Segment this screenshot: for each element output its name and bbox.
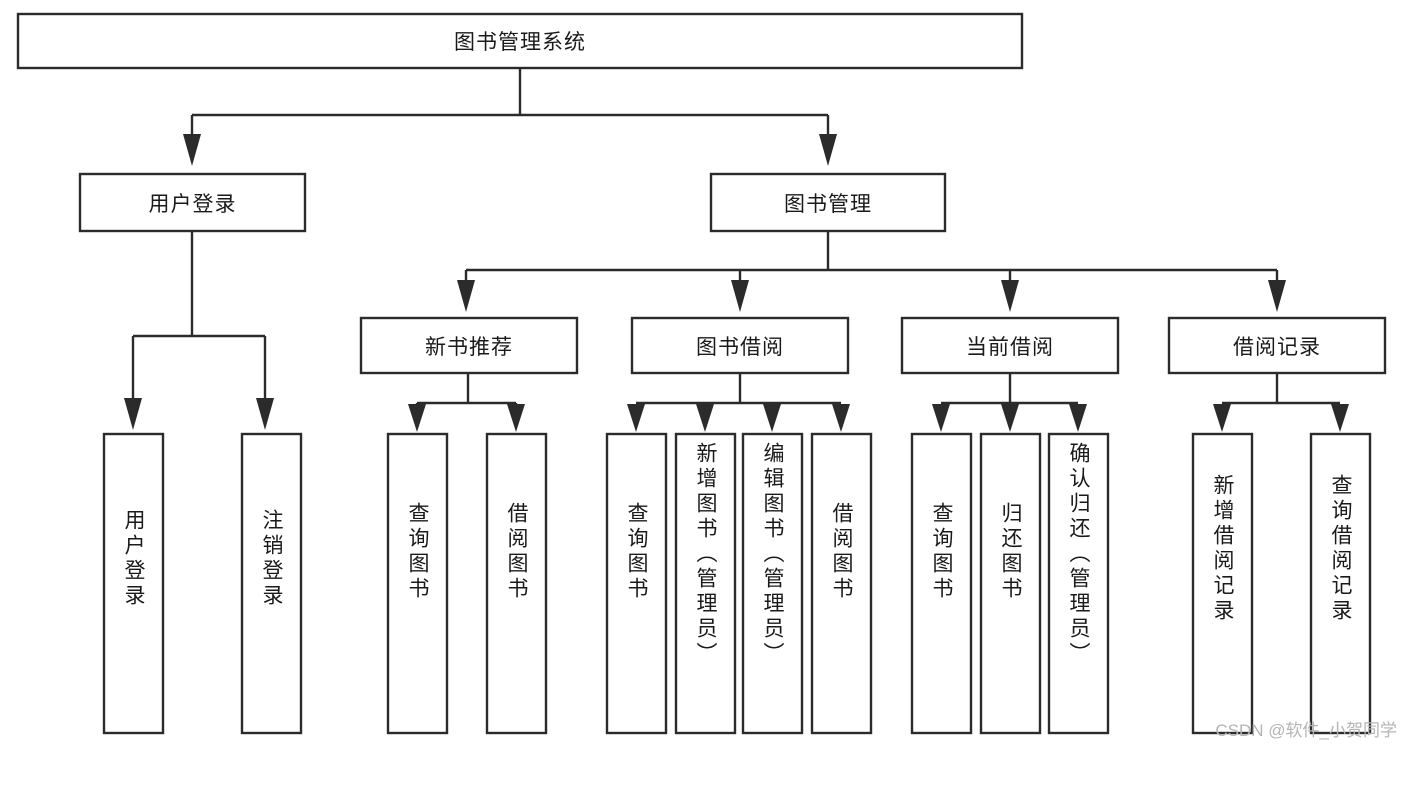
arrow-icon-to-book-management	[819, 134, 837, 166]
connector-group-new-book-recommend	[408, 373, 525, 432]
diagram-root: 图书管理系统 用户登录 图书管理 新书推荐 图书借阅 当前借阅 借阅记录 用户登…	[16, 12, 1397, 740]
node-box-leaf-user-login[interactable]	[102, 432, 165, 735]
arrow-icon-to-leaf-borrow-book-1	[507, 404, 525, 432]
arrow-icon-to-leaf-query-book-1	[408, 404, 426, 432]
node-box-leaf-borrow-book-2[interactable]	[810, 432, 873, 735]
node-box-leaf-borrow-book-1[interactable]	[485, 432, 548, 735]
arrow-icon-to-new-book-recommend	[457, 280, 475, 312]
arrow-icon-to-leaf-user-logout	[256, 398, 274, 430]
arrow-icon-to-leaf-query-book-2	[627, 404, 645, 432]
connector-group-user-login	[124, 231, 274, 430]
arrow-icon-to-leaf-confirm-return	[1069, 404, 1087, 432]
node-box-leaf-query-record[interactable]	[1309, 432, 1372, 735]
node-box-leaf-return-book[interactable]	[979, 432, 1042, 735]
arrow-icon-to-leaf-query-book-3	[932, 404, 950, 432]
arrow-icon-to-leaf-borrow-book-2	[832, 404, 850, 432]
connector-group-book-management	[457, 231, 1286, 312]
node-box-leaf-query-book-2[interactable]	[605, 432, 668, 735]
arrow-icon-to-current-borrow	[1001, 280, 1019, 312]
arrow-icon-to-borrow-record	[1268, 280, 1286, 312]
arrow-icon-to-leaf-user-login	[124, 398, 142, 430]
connector-group-root	[183, 68, 837, 166]
arrow-icon-to-user-login	[183, 134, 201, 166]
connector-group-book-borrow	[627, 373, 850, 432]
node-box-book-borrow[interactable]	[630, 316, 850, 375]
arrow-icon-to-book-borrow	[731, 280, 749, 312]
arrow-icon-to-leaf-return-book	[1001, 404, 1019, 432]
arrow-icon-to-leaf-add-book	[696, 404, 714, 432]
arrow-icon-to-leaf-edit-book	[763, 404, 781, 432]
node-box-leaf-edit-book[interactable]	[741, 432, 804, 735]
node-box-leaf-add-book[interactable]	[674, 432, 737, 735]
node-box-leaf-add-record[interactable]	[1191, 432, 1254, 735]
watermark: CSDN @软件_小贺同学	[1215, 721, 1397, 740]
node-box-book-management[interactable]	[709, 172, 947, 233]
node-box-new-book-recommend[interactable]	[359, 316, 579, 375]
node-box-borrow-record[interactable]	[1167, 316, 1387, 375]
arrow-icon-to-leaf-query-record	[1331, 404, 1349, 432]
node-box-current-borrow[interactable]	[900, 316, 1120, 375]
node-box-leaf-query-book-3[interactable]	[910, 432, 973, 735]
node-box-user-login[interactable]	[78, 172, 307, 233]
diagram-canvas	[16, 12, 1387, 735]
node-box-leaf-user-logout[interactable]	[240, 432, 303, 735]
connector-group-current-borrow	[932, 373, 1087, 432]
arrow-icon-to-leaf-add-record	[1213, 404, 1231, 432]
node-box-leaf-confirm-return[interactable]	[1047, 432, 1110, 735]
connector-group-borrow-record	[1213, 373, 1349, 432]
node-box-root[interactable]	[16, 12, 1024, 70]
node-box-leaf-query-book-1[interactable]	[386, 432, 449, 735]
